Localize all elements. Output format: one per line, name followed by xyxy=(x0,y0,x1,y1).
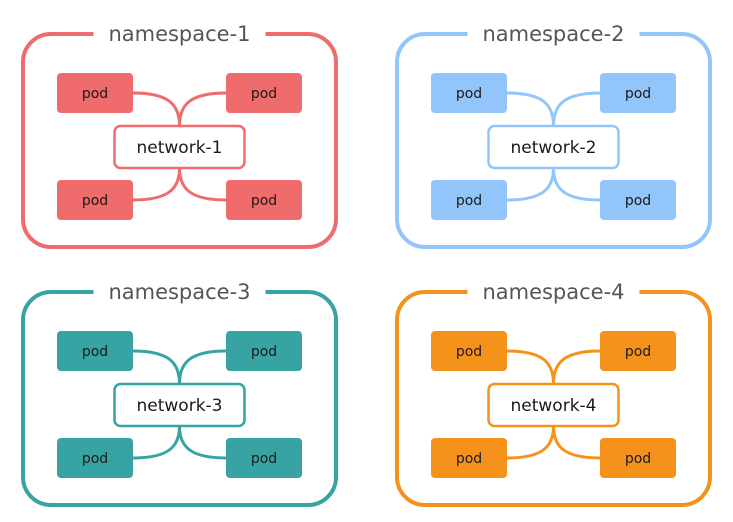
pod-box: pod xyxy=(226,438,302,478)
pod-label: pod xyxy=(456,86,482,102)
pod-label: pod xyxy=(251,344,277,360)
pod-rect xyxy=(431,180,507,220)
pod-box: pod xyxy=(431,73,507,113)
pod-label: pod xyxy=(251,193,277,209)
pod-box: pod xyxy=(600,438,676,478)
pod-network-connector xyxy=(132,349,181,385)
pod-rect xyxy=(431,331,507,371)
pod-box: pod xyxy=(226,180,302,220)
pod-box: pod xyxy=(57,180,133,220)
namespace-label: namespace-2 xyxy=(482,22,624,46)
pod-rect xyxy=(226,438,302,478)
namespace-label-gap xyxy=(467,286,640,298)
pod-label: pod xyxy=(625,193,651,209)
namespace-panel: namespace-1 pod pod pod pod network-1 xyxy=(21,22,338,249)
namespace-panel: namespace-3 pod pod pod pod network-3 xyxy=(21,280,338,507)
namespace-label-gap xyxy=(93,286,266,298)
pod-rect xyxy=(600,73,676,113)
network-rect xyxy=(487,382,620,428)
pod-rect xyxy=(226,180,302,220)
pod-box: pod xyxy=(57,331,133,371)
pod-network-connector xyxy=(178,167,227,202)
namespace-label: namespace-4 xyxy=(482,280,624,304)
network-rect xyxy=(113,382,246,428)
namespace-panel: namespace-2 pod pod pod pod network-2 xyxy=(395,22,712,249)
network-rect xyxy=(113,124,246,170)
network-box: network-4 xyxy=(487,382,620,428)
pod-rect xyxy=(57,73,133,113)
pod-rect xyxy=(600,438,676,478)
pod-box: pod xyxy=(226,331,302,371)
namespace-label: namespace-3 xyxy=(108,280,250,304)
pod-label: pod xyxy=(625,451,651,467)
pod-box: pod xyxy=(57,73,133,113)
pod-network-connector xyxy=(132,167,181,202)
pod-rect xyxy=(57,438,133,478)
pod-network-connector xyxy=(178,425,227,460)
network-box: network-2 xyxy=(487,124,620,170)
pod-label: pod xyxy=(625,86,651,102)
pod-network-connector xyxy=(506,425,555,460)
pod-label: pod xyxy=(82,193,108,209)
namespace-panel: namespace-4 pod pod pod pod network-4 xyxy=(395,280,712,507)
pod-rect xyxy=(431,438,507,478)
pod-rect xyxy=(600,331,676,371)
namespace-label-gap xyxy=(93,28,266,40)
pod-network-connector xyxy=(132,425,181,460)
pod-network-connector xyxy=(506,91,555,127)
pod-network-connector xyxy=(178,349,227,385)
pod-network-connector xyxy=(552,167,601,202)
pod-label: pod xyxy=(82,86,108,102)
network-label: network-1 xyxy=(137,138,223,158)
pod-rect xyxy=(600,180,676,220)
pod-box: pod xyxy=(431,438,507,478)
pod-rect xyxy=(57,331,133,371)
network-label: network-3 xyxy=(137,396,223,416)
pod-rect xyxy=(431,73,507,113)
network-box: network-1 xyxy=(113,124,246,170)
network-box: network-3 xyxy=(113,382,246,428)
pod-label: pod xyxy=(251,451,277,467)
namespace-label: namespace-1 xyxy=(108,22,250,46)
pod-label: pod xyxy=(456,344,482,360)
network-label: network-4 xyxy=(511,396,597,416)
network-label: network-2 xyxy=(511,138,597,158)
pod-label: pod xyxy=(82,344,108,360)
pod-rect xyxy=(226,331,302,371)
pod-network-connector xyxy=(132,91,181,127)
pod-network-connector xyxy=(552,91,601,127)
pod-rect xyxy=(226,73,302,113)
pod-box: pod xyxy=(600,331,676,371)
pod-box: pod xyxy=(431,180,507,220)
pod-label: pod xyxy=(82,451,108,467)
pod-network-connector xyxy=(506,167,555,202)
namespace-label-gap xyxy=(467,28,640,40)
pod-label: pod xyxy=(251,86,277,102)
pod-network-connector xyxy=(506,349,555,385)
pod-box: pod xyxy=(57,438,133,478)
pod-label: pod xyxy=(456,451,482,467)
pod-label: pod xyxy=(625,344,651,360)
pod-box: pod xyxy=(600,180,676,220)
pod-network-connector xyxy=(552,425,601,460)
pod-network-connector xyxy=(552,349,601,385)
pod-rect xyxy=(57,180,133,220)
pod-box: pod xyxy=(431,331,507,371)
pod-network-connector xyxy=(178,91,227,127)
network-rect xyxy=(487,124,620,170)
pod-box: pod xyxy=(600,73,676,113)
pod-box: pod xyxy=(226,73,302,113)
pod-label: pod xyxy=(456,193,482,209)
